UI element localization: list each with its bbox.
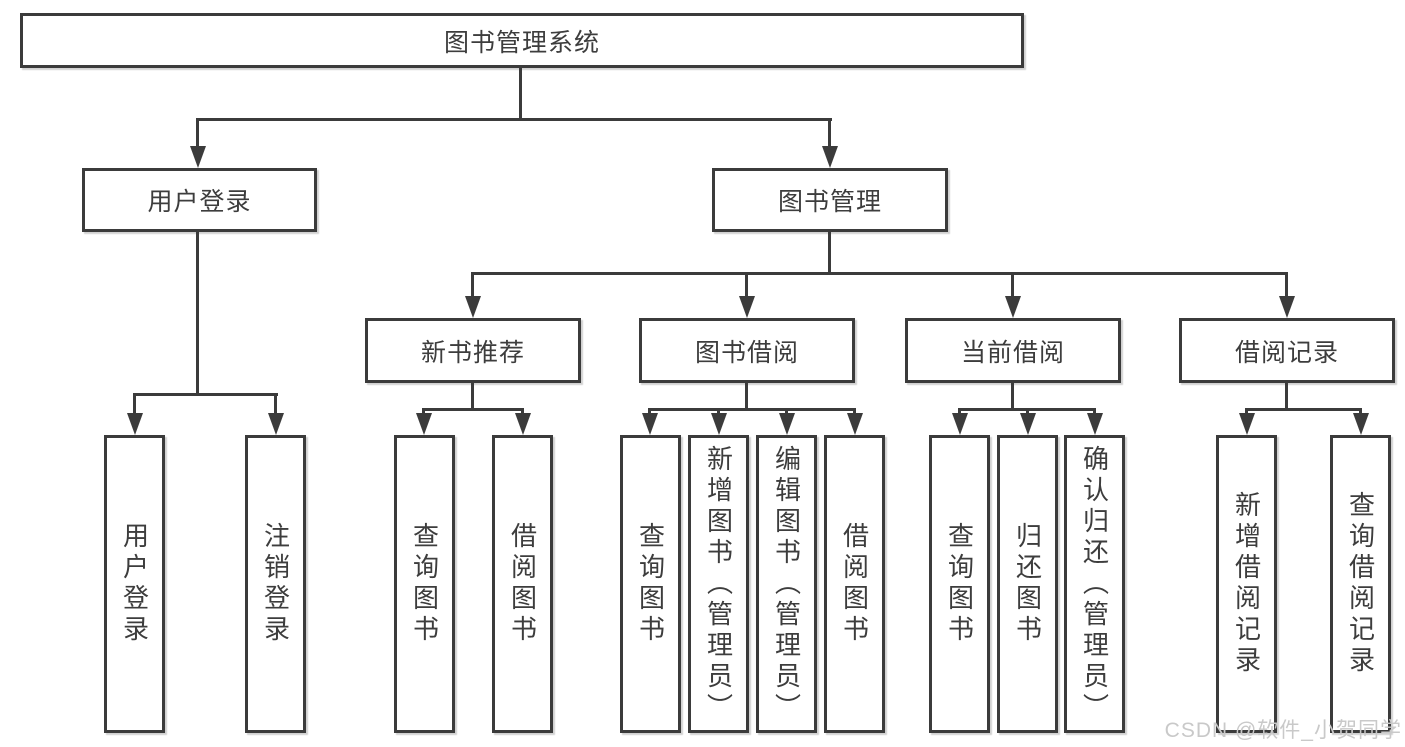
connector-recommend-stem [471,383,474,408]
node-label: 用户登录 [147,188,252,216]
leaf-label: 确认归还（管理员） [1079,444,1110,724]
connector-records-fork-hline [1245,408,1362,411]
connector-root-stem [519,68,522,118]
connector-borrowing-fork-hline [648,408,856,411]
leaf-borrow-books-recommend: 借阅图书 [492,435,553,733]
arrowhead-down-icon [822,146,838,168]
node-label: 借阅记录 [1234,338,1339,367]
arrowhead-down-icon [779,413,795,435]
connector-drop [1359,408,1362,413]
connector-records-stem [1285,383,1288,408]
leaf-add-book-admin: 新增图书（管理员） [688,435,749,733]
node-label: 当前借阅 [960,338,1065,367]
connector-level3-hline [471,272,1288,275]
connector-drop [422,408,425,413]
arrowhead-down-icon [739,296,755,318]
node-root: 图书管理系统 [20,13,1024,68]
connector-drop [521,408,524,413]
connector-drop [648,408,651,413]
connector-drop [1285,272,1288,296]
node-label: 图书管理 [777,188,882,216]
arrowhead-down-icon [416,413,432,435]
arrowhead-down-icon [642,413,658,435]
connector-drop [785,408,788,413]
arrowhead-down-icon [711,413,727,435]
leaf-label: 注销登录 [260,522,291,646]
leaf-label: 新增借阅记录 [1231,491,1262,677]
connector-drop [1093,408,1096,413]
connector-drop [133,393,136,413]
connector-drop [471,272,474,296]
arrowhead-down-icon [1353,413,1369,435]
leaf-return-books: 归还图书 [997,435,1058,733]
leaf-label: 查询借阅记录 [1345,491,1376,677]
connector-drop [1026,408,1029,413]
leaf-user-login: 用户登录 [104,435,165,733]
connector-drop [1245,408,1248,413]
connector-user-login-fork-hline [133,393,278,396]
node-user-login: 用户登录 [82,168,317,232]
node-borrowing-records: 借阅记录 [1179,318,1395,383]
connector-current-stem [1011,383,1014,408]
connector-drop [274,393,277,413]
leaf-query-books-current: 查询图书 [929,435,990,733]
arrowhead-down-icon [127,413,143,435]
connector-book-management-drop [828,118,831,146]
leaf-label: 查询图书 [944,522,975,646]
leaf-borrow-books-borrowing: 借阅图书 [824,435,885,733]
leaf-query-borrow-record: 查询借阅记录 [1330,435,1391,733]
leaf-logout: 注销登录 [245,435,306,733]
connector-user-login-stem [196,232,199,393]
leaf-label: 归还图书 [1012,522,1043,646]
arrowhead-down-icon [1020,413,1036,435]
leaf-label: 借阅图书 [507,522,538,646]
connector-drop [1011,272,1014,296]
leaf-label: 借阅图书 [839,522,870,646]
leaf-edit-book-admin: 编辑图书（管理员） [756,435,817,733]
node-label: 图书管理系统 [443,28,600,57]
connector-drop [853,408,856,413]
leaf-confirm-return-admin: 确认归还（管理员） [1064,435,1125,733]
leaf-label: 查询图书 [409,522,440,646]
leaf-label: 用户登录 [119,522,150,646]
connector-drop [745,272,748,296]
arrowhead-down-icon [1239,413,1255,435]
connector-book-management-stem [828,232,831,272]
arrowhead-down-icon [1279,296,1295,318]
leaf-query-books-borrowing: 查询图书 [620,435,681,733]
connector-drop [717,408,720,413]
node-book-management: 图书管理 [712,168,948,232]
connector-drop [958,408,961,413]
leaf-query-books-recommend: 查询图书 [394,435,455,733]
arrowhead-down-icon [465,296,481,318]
arrowhead-down-icon [1087,413,1103,435]
leaf-add-borrow-record: 新增借阅记录 [1216,435,1277,733]
leaf-label: 新增图书（管理员） [703,444,734,724]
connector-level1-hline [196,118,832,121]
node-new-book-recommend: 新书推荐 [365,318,581,383]
connector-recommend-fork-hline [422,408,524,411]
arrowhead-down-icon [515,413,531,435]
arrowhead-down-icon [268,413,284,435]
node-current-borrowing: 当前借阅 [905,318,1121,383]
leaf-label: 编辑图书（管理员） [771,444,802,724]
connector-user-login-drop [196,118,199,146]
arrowhead-down-icon [847,413,863,435]
connector-borrowing-stem [745,383,748,408]
arrowhead-down-icon [190,146,206,168]
node-label: 图书借阅 [694,338,799,367]
leaf-label: 查询图书 [635,522,666,646]
watermark: CSDN @软件_小贺同学 [1164,719,1402,742]
node-book-borrowing: 图书借阅 [639,318,855,383]
node-label: 新书推荐 [420,338,525,367]
arrowhead-down-icon [952,413,968,435]
arrowhead-down-icon [1005,296,1021,318]
